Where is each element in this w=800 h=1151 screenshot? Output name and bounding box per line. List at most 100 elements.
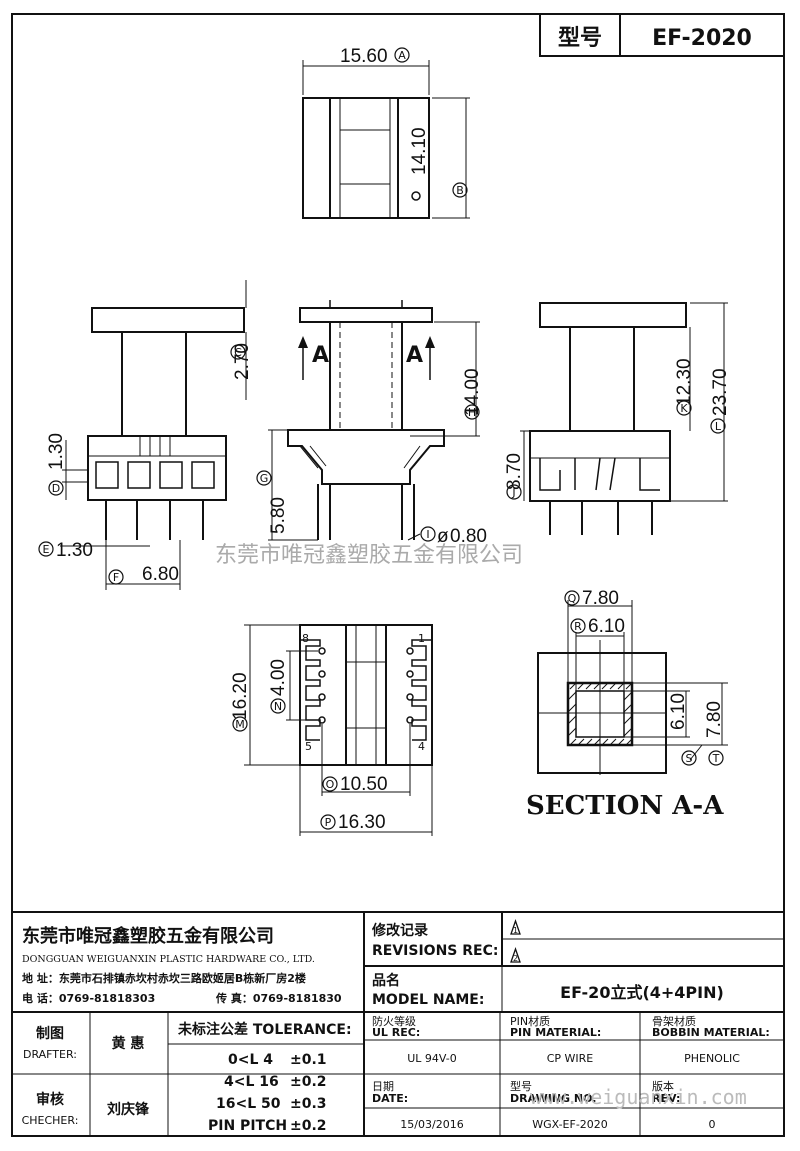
tag-m-icon: M <box>232 716 248 732</box>
dim-side-mid: 12.30 <box>674 358 695 406</box>
section-arrow-left-icon <box>298 336 308 348</box>
svg-text:H: H <box>468 406 476 419</box>
company-name-cn: 东莞市唯冠鑫塑胶五金有限公司 <box>22 925 274 947</box>
model-label-cn: 品名 <box>372 972 400 989</box>
section-arrow-right-icon <box>425 336 435 348</box>
svg-text:O: O <box>326 778 335 791</box>
checker-name: 刘庆锋 <box>107 1101 150 1118</box>
tolerance-range-4: PIN PITCH <box>208 1118 287 1134</box>
company-address: 地 址：东莞市石排镇赤坎村赤坎三路欧姬居B栋新厂房2楼 <box>22 971 306 985</box>
company-name-en: DONGGUAN WEIGUANXIN PLASTIC HARDWARE CO.… <box>22 954 315 965</box>
tag-i-icon: I <box>420 526 436 542</box>
tolerance-range-2: 4<L 16 <box>224 1074 279 1090</box>
ul-label-en: UL REC: <box>372 1026 420 1039</box>
svg-text:F: F <box>113 571 119 584</box>
bobbin-material-value: PHENOLIC <box>684 1052 740 1065</box>
model-header-box: 型号 EF-2020 <box>539 13 785 57</box>
dim-section-outer-w: 7.80 <box>582 588 619 609</box>
pin-label-8: 8 <box>302 632 309 645</box>
tag-b-icon: B <box>452 182 468 198</box>
tag-q-icon: Q <box>564 590 580 606</box>
tolerance-range-1: 0<L 4 <box>228 1052 273 1068</box>
tag-f-icon: F <box>108 569 124 585</box>
pin-material-value: CP WIRE <box>547 1052 594 1065</box>
tag-g-icon: G <box>256 470 272 486</box>
tag-c-icon: C <box>230 344 246 360</box>
model-name-value: EF-20立式(4+4PIN) <box>560 983 724 1002</box>
revisions-label-en: REVISIONS REC: <box>372 943 498 959</box>
title-block-grid <box>12 911 784 1136</box>
bobbin-material-label-cn: 骨架材质 <box>652 1014 696 1028</box>
date-label-cn: 日期 <box>372 1080 394 1093</box>
tolerance-value-3: ±0.3 <box>290 1096 327 1112</box>
dim-section-inner-w: 6.10 <box>588 616 625 637</box>
dim-section-outer-h: 7.80 <box>704 701 725 738</box>
tolerance-value-2: ±0.2 <box>290 1074 327 1090</box>
svg-text:2: 2 <box>513 954 518 963</box>
drawing-no-label-en: DRAWING NO. <box>510 1092 596 1105</box>
model-header-label: 型号 <box>558 26 602 51</box>
tag-n-icon: N <box>270 698 286 714</box>
tag-s-icon: S <box>681 750 697 766</box>
date-label-en: DATE: <box>372 1092 408 1105</box>
svg-text:Q: Q <box>568 592 577 605</box>
dim-pin-dia: 0.80 <box>450 526 487 547</box>
drafter-name: 黄 惠 <box>112 1035 145 1052</box>
revision-2-icon: 2 <box>510 947 521 963</box>
bottom-view <box>244 624 433 836</box>
pin-label-4: 4 <box>418 740 425 753</box>
tag-k-icon: K <box>676 400 692 416</box>
svg-text:C: C <box>234 346 242 359</box>
svg-text:R: R <box>574 620 582 633</box>
date-value: 15/03/2016 <box>400 1118 463 1131</box>
checker-label-cn: 审核 <box>36 1091 64 1108</box>
svg-text:1: 1 <box>513 926 518 935</box>
tag-t-icon: T <box>708 750 724 766</box>
tag-d-icon: D <box>48 480 64 496</box>
svg-text:J: J <box>511 486 515 499</box>
bobbin-material-label-en: BOBBIN MATERIAL: <box>652 1026 770 1039</box>
tolerance-value-1: ±0.1 <box>290 1052 327 1068</box>
model-label-en: MODEL NAME: <box>372 992 484 1008</box>
svg-text:G: G <box>260 472 269 485</box>
svg-text:D: D <box>52 482 60 495</box>
tolerance-range-3: 16<L 50 <box>216 1096 281 1112</box>
dim-front-base: 5.80 <box>268 497 289 534</box>
pin-label-1: 1 <box>418 632 425 645</box>
section-view <box>537 600 728 775</box>
dim-bottom-row: 10.50 <box>340 774 388 795</box>
front-view <box>268 300 480 541</box>
rev-label-en: REV: <box>652 1092 680 1105</box>
pin-material-label-en: PIN MATERIAL: <box>510 1026 601 1039</box>
top-view <box>302 60 470 219</box>
svg-text:P: P <box>325 816 332 829</box>
svg-text:I: I <box>426 528 429 541</box>
tolerance-title: 未标注公差 TOLERANCE: <box>178 1021 352 1038</box>
svg-text:T: T <box>712 752 720 765</box>
dim-side-low: 8.70 <box>504 453 525 490</box>
dim-bottom-width: 16.30 <box>338 812 386 833</box>
pin-label-5: 5 <box>305 740 312 753</box>
drawing-no-label-cn: 型号 <box>510 1079 532 1093</box>
drafter-label-en: DRAFTER: <box>23 1048 77 1061</box>
left-side-view <box>60 280 247 590</box>
checker-label-en: CHECHER: <box>22 1114 79 1127</box>
dim-front-height: 14.00 <box>462 368 483 416</box>
watermark-url: www.weiguanxin.com <box>530 1085 747 1109</box>
company-fax: 传 真：0769-8181830 <box>215 991 342 1005</box>
svg-text:S: S <box>686 752 693 765</box>
tolerance-value-4: ±0.2 <box>290 1118 327 1134</box>
ul-value: UL 94V-0 <box>407 1052 457 1065</box>
svg-text:M: M <box>235 718 245 731</box>
revision-1-icon: 1 <box>510 919 521 935</box>
tag-l-icon: L <box>710 418 726 434</box>
svg-text:A: A <box>398 49 406 62</box>
dim-bottom-pitch: 4.00 <box>268 659 289 696</box>
section-title: SECTION A-A <box>526 791 724 821</box>
tag-j-icon: J <box>506 484 522 500</box>
sheet-border <box>11 13 785 1137</box>
svg-text:L: L <box>715 420 722 433</box>
rev-value: 0 <box>709 1118 716 1131</box>
revisions-label-cn: 修改记录 <box>371 922 428 939</box>
tag-r-icon: R <box>570 618 586 634</box>
